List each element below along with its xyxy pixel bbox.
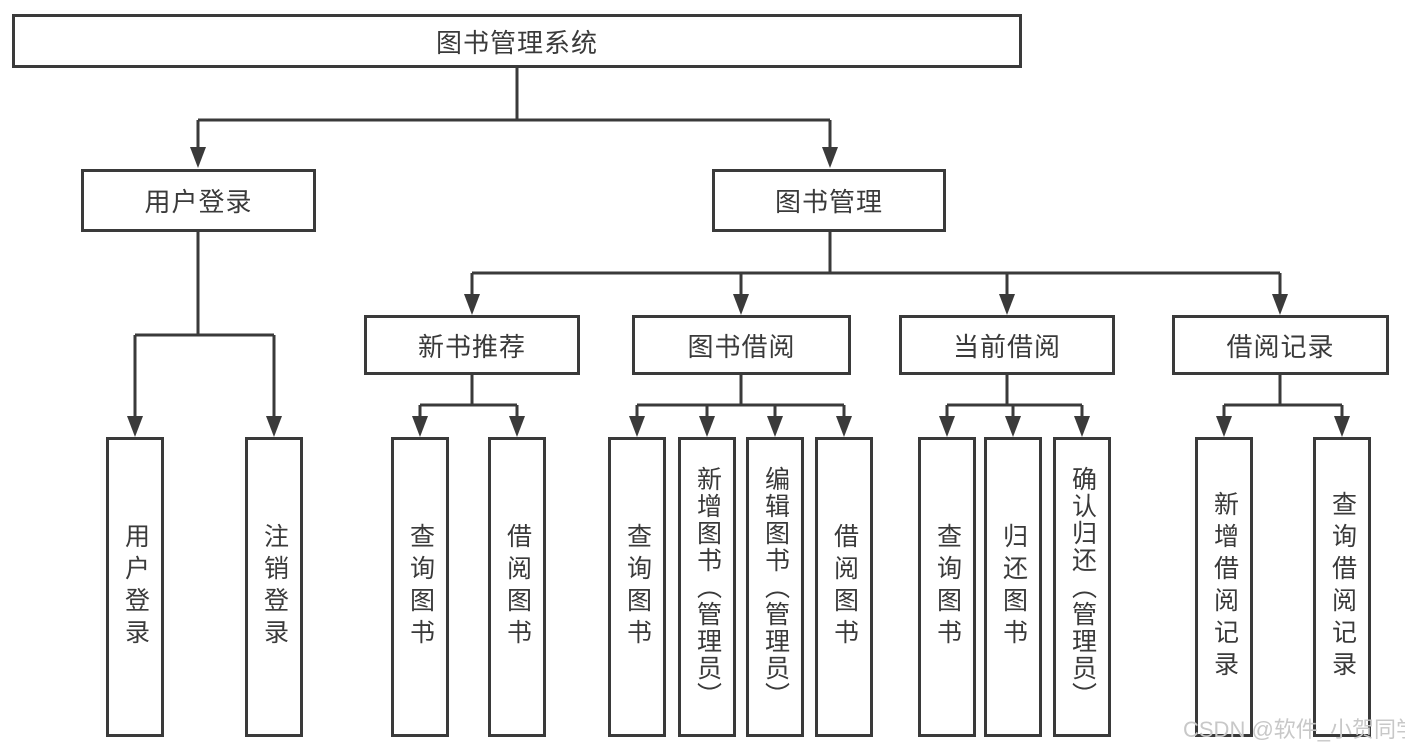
leaf-login-user-login: 用户登录 bbox=[106, 437, 164, 737]
leaf-current-confirm-return-admin: 确认归还（管理员） bbox=[1053, 437, 1111, 737]
arrowhead bbox=[127, 416, 143, 437]
leaf-records-query-record: 查询借阅记录 bbox=[1313, 437, 1371, 737]
arrowhead bbox=[1074, 416, 1090, 437]
arrowhead bbox=[767, 416, 783, 437]
leaf-recommend-query-book: 查询图书 bbox=[391, 437, 449, 737]
arrowhead bbox=[412, 416, 428, 437]
arrowhead bbox=[266, 416, 282, 437]
leaf-records-add-record: 新增借阅记录 bbox=[1195, 437, 1253, 737]
node-new-book-recommendation: 新书推荐 bbox=[364, 315, 580, 375]
arrowhead bbox=[464, 294, 480, 315]
node-book-borrowing: 图书借阅 bbox=[632, 315, 851, 375]
leaf-current-return-book: 归还图书 bbox=[984, 437, 1042, 737]
leaf-recommend-borrow-book: 借阅图书 bbox=[488, 437, 546, 737]
arrowhead bbox=[939, 416, 955, 437]
node-user-login: 用户登录 bbox=[81, 169, 316, 232]
csdn-watermark: CSDN @软件_小贺同学 bbox=[1183, 717, 1405, 742]
arrowhead bbox=[822, 147, 838, 168]
arrowhead bbox=[1216, 416, 1232, 437]
arrowhead bbox=[836, 416, 852, 437]
node-current-borrowing: 当前借阅 bbox=[899, 315, 1115, 375]
node-borrowing-records: 借阅记录 bbox=[1172, 315, 1389, 375]
arrowhead bbox=[699, 416, 715, 437]
leaf-borrow-add-book-admin: 新增图书（管理员） bbox=[678, 437, 736, 737]
node-root-system: 图书管理系统 bbox=[12, 14, 1022, 68]
arrowhead bbox=[509, 416, 525, 437]
connector-paths bbox=[133, 68, 1344, 419]
leaf-current-query-book: 查询图书 bbox=[918, 437, 976, 737]
arrowhead bbox=[190, 147, 206, 168]
arrowhead bbox=[1005, 416, 1021, 437]
arrowhead bbox=[1272, 294, 1288, 315]
arrowhead bbox=[999, 294, 1015, 315]
arrowhead bbox=[1334, 416, 1350, 437]
node-book-management: 图书管理 bbox=[712, 169, 946, 232]
leaf-login-logout: 注销登录 bbox=[245, 437, 303, 737]
leaf-borrow-borrow-book: 借阅图书 bbox=[815, 437, 873, 737]
arrowhead bbox=[733, 294, 749, 315]
leaf-borrow-edit-book-admin: 编辑图书（管理员） bbox=[746, 437, 804, 737]
arrowhead bbox=[629, 416, 645, 437]
leaf-borrow-query-book: 查询图书 bbox=[608, 437, 666, 737]
